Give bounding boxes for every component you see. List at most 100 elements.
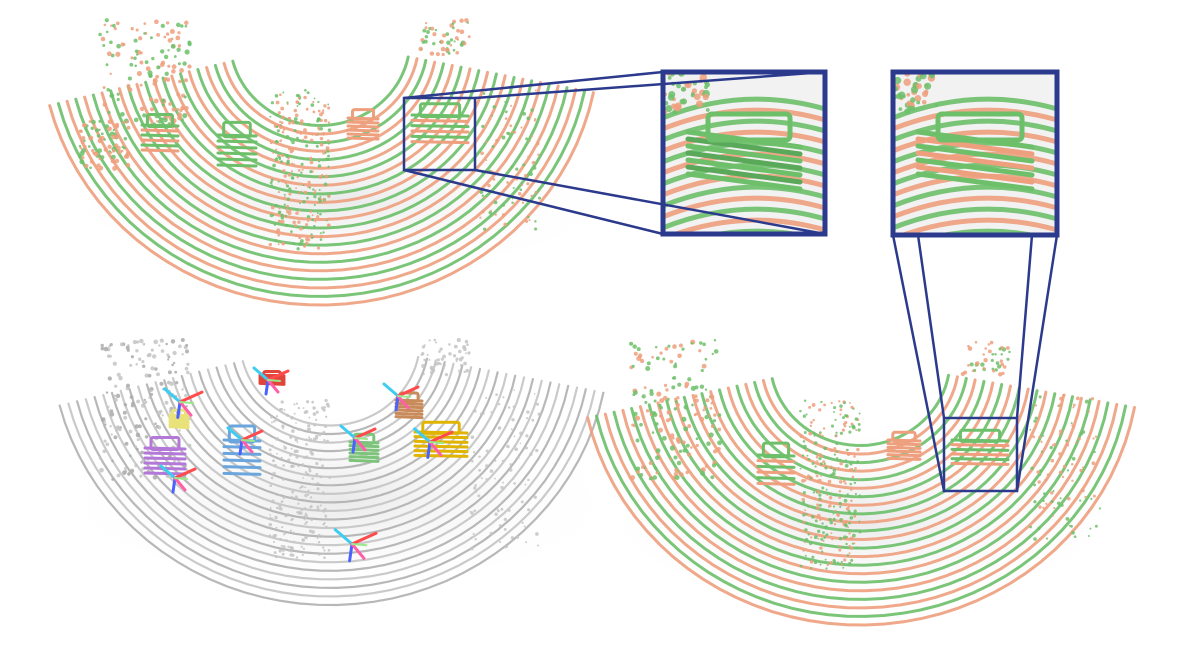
point xyxy=(662,435,667,441)
point xyxy=(513,389,516,391)
point xyxy=(665,388,669,392)
point xyxy=(1040,450,1044,453)
point xyxy=(149,36,153,40)
point xyxy=(130,355,135,359)
point xyxy=(308,447,311,451)
point xyxy=(1068,524,1071,527)
point xyxy=(478,468,482,472)
point xyxy=(323,424,328,429)
point xyxy=(141,460,145,464)
point xyxy=(172,361,176,365)
point xyxy=(823,536,827,539)
point xyxy=(319,127,323,131)
point xyxy=(142,113,147,118)
point xyxy=(307,180,311,184)
point xyxy=(639,358,645,364)
point xyxy=(317,533,321,537)
point xyxy=(136,340,140,344)
point xyxy=(278,493,281,496)
point xyxy=(502,396,505,399)
point xyxy=(440,46,446,52)
point xyxy=(460,356,464,360)
point xyxy=(283,409,286,411)
point xyxy=(294,437,298,442)
point xyxy=(495,138,499,143)
point xyxy=(315,144,319,148)
point xyxy=(274,238,278,243)
point xyxy=(858,494,862,497)
point xyxy=(685,470,689,475)
point xyxy=(848,425,851,428)
point xyxy=(510,104,513,107)
point xyxy=(829,520,834,525)
point xyxy=(315,461,319,466)
point xyxy=(850,558,854,562)
point xyxy=(831,537,834,541)
point xyxy=(829,560,833,565)
point xyxy=(504,110,508,114)
point xyxy=(173,55,177,58)
point xyxy=(282,444,285,447)
point xyxy=(503,517,507,522)
point xyxy=(308,416,311,419)
point xyxy=(327,548,331,552)
point xyxy=(323,556,326,559)
point xyxy=(291,490,295,494)
point xyxy=(485,464,489,468)
point xyxy=(315,410,319,414)
point xyxy=(700,368,704,373)
point xyxy=(835,457,839,460)
point xyxy=(270,101,275,105)
point xyxy=(317,159,320,162)
point xyxy=(971,369,975,373)
point xyxy=(818,503,822,507)
point xyxy=(303,190,308,195)
point xyxy=(510,536,515,540)
point xyxy=(289,553,293,557)
point xyxy=(275,148,278,151)
point xyxy=(424,21,428,25)
point xyxy=(175,381,179,385)
point xyxy=(162,117,168,123)
scan-line xyxy=(231,55,410,128)
point xyxy=(309,210,313,213)
point xyxy=(910,97,916,103)
scan-line xyxy=(84,386,579,581)
point xyxy=(525,219,529,223)
point xyxy=(302,547,306,550)
point xyxy=(312,437,317,441)
point xyxy=(171,69,176,74)
zoom-inset-top-frame xyxy=(660,69,828,237)
point xyxy=(297,511,301,515)
point xyxy=(826,563,830,567)
point xyxy=(521,521,524,524)
point xyxy=(807,505,810,508)
point xyxy=(503,527,507,531)
point xyxy=(270,415,273,419)
point xyxy=(290,523,293,526)
point xyxy=(134,463,138,468)
point xyxy=(302,200,306,204)
scan-line xyxy=(56,89,587,298)
point xyxy=(528,140,531,143)
point xyxy=(1030,466,1034,471)
point xyxy=(421,40,425,44)
point xyxy=(630,475,636,481)
point xyxy=(465,368,470,373)
point xyxy=(138,36,143,41)
point xyxy=(1058,429,1063,434)
point xyxy=(286,197,291,201)
point xyxy=(153,98,159,104)
point xyxy=(681,347,685,351)
point xyxy=(848,468,853,472)
point xyxy=(424,34,429,39)
point xyxy=(103,439,107,443)
point xyxy=(269,506,272,509)
point xyxy=(445,32,450,36)
point xyxy=(280,216,284,220)
point xyxy=(828,504,832,508)
point xyxy=(170,339,176,344)
point xyxy=(717,427,722,432)
point xyxy=(1074,441,1078,445)
